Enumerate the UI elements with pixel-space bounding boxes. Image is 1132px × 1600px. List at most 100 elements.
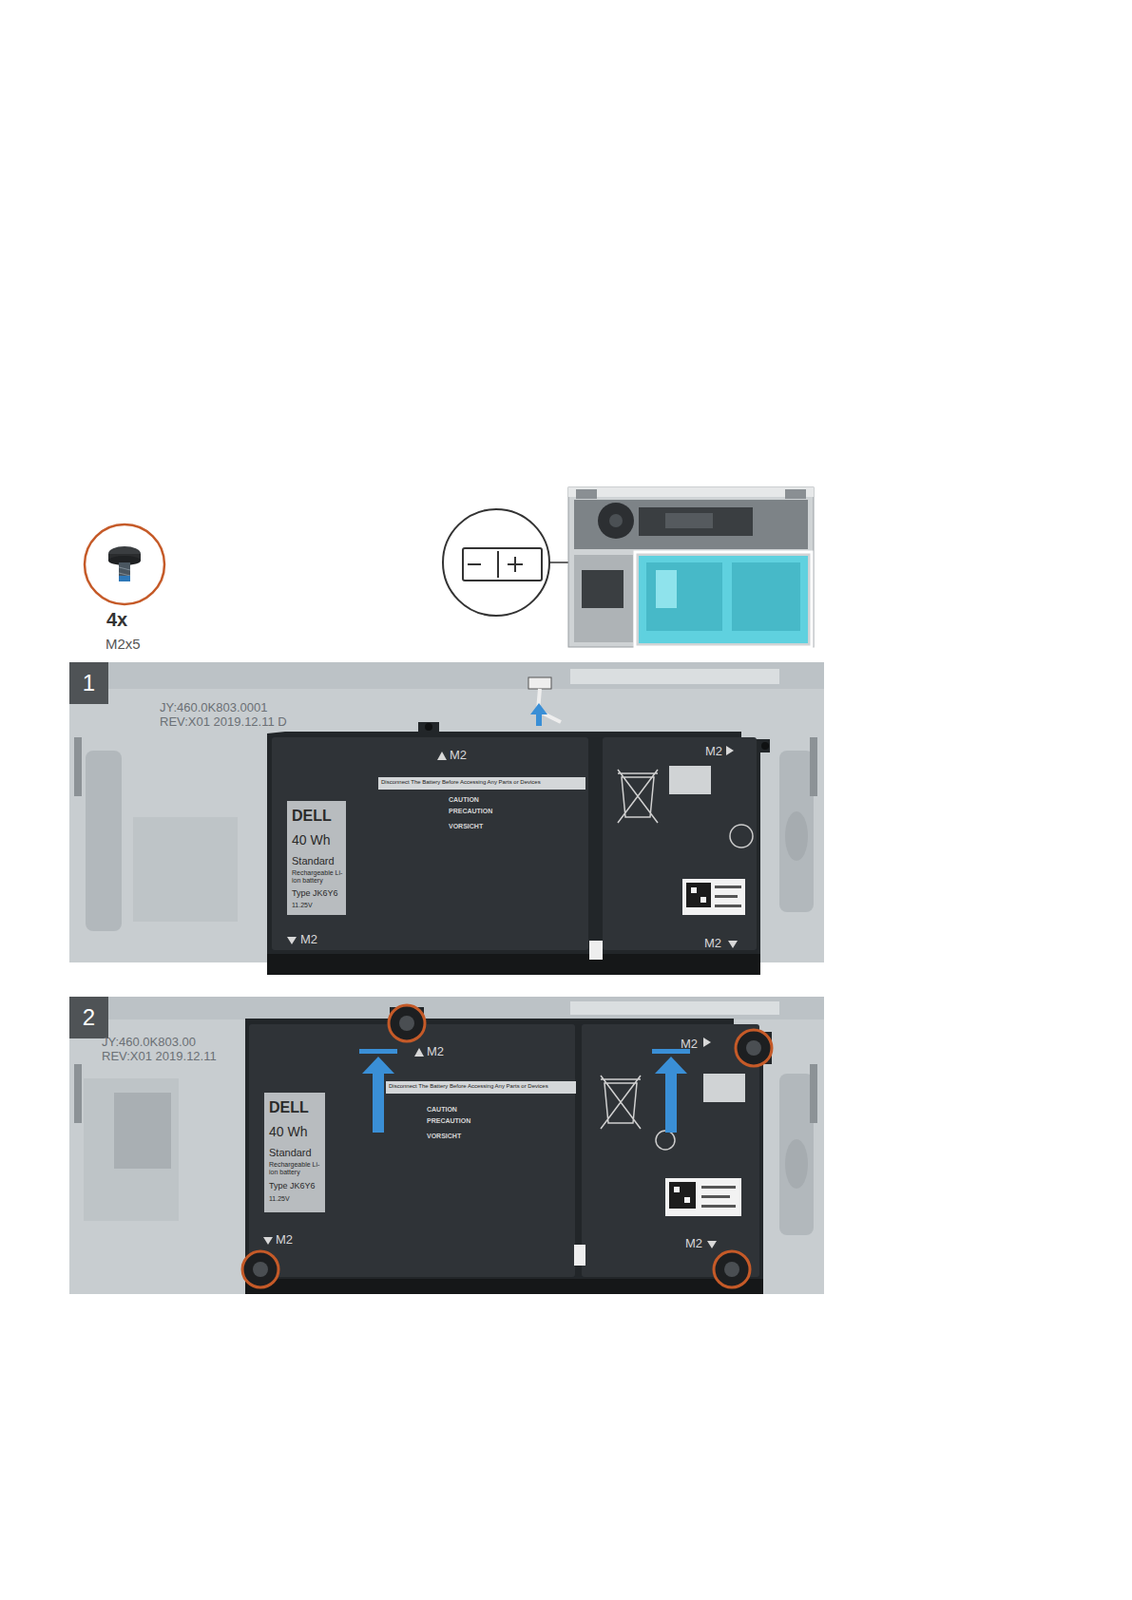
- step-2-photo-part: [385, 1081, 576, 1094]
- step-2-photo-part: [249, 1024, 576, 1278]
- step-2-photo-part: [359, 1049, 398, 1055]
- step-2-photo-part: [264, 1093, 326, 1213]
- step-2-photo-part: [735, 1030, 772, 1067]
- screw-icon-part: [118, 567, 131, 571]
- part-label: Standard: [268, 1147, 312, 1160]
- step-2-photo-part: [809, 1064, 818, 1124]
- laptop-overview-part: [638, 507, 753, 537]
- step-1-photo-part: [589, 940, 603, 960]
- battery-icon-part: [467, 563, 481, 566]
- part-label: PRECAUTION: [448, 807, 493, 816]
- laptop-overview-part: [638, 556, 808, 644]
- part-label: Standard: [291, 855, 335, 868]
- step-1-photo-part: [287, 937, 297, 945]
- step-2-photo-part: [703, 1074, 746, 1103]
- part-label: Type JK6Y6: [268, 1181, 316, 1191]
- part-label: M2: [685, 1237, 703, 1252]
- part-label: 11.25V: [291, 901, 313, 910]
- step-2-photo-part: [414, 1048, 424, 1057]
- part-label: M2: [704, 937, 722, 952]
- part-label: CAUTION: [448, 796, 480, 805]
- laptop-overview-part: [575, 489, 597, 499]
- part-label: Disconnect The Battery Before Accessing …: [388, 1083, 549, 1091]
- step-1-photo-part: [528, 677, 552, 690]
- step-1-photo-part: [602, 737, 757, 951]
- part-label: M2: [449, 748, 467, 764]
- battery-icon-part: [442, 509, 550, 616]
- step-2-photo-part: [570, 1001, 780, 1016]
- laptop-overview-part: [785, 489, 806, 499]
- laptop-overview: [568, 487, 814, 648]
- step-1-photo-part: [74, 737, 82, 797]
- part-label: JY:460.0K803.0001: [159, 701, 269, 716]
- step-1-photo: [69, 662, 825, 976]
- part-label: M2x5: [105, 635, 141, 653]
- step-2-photo-part: [707, 1241, 717, 1249]
- part-label: Rechargeable Li-ion battery: [291, 869, 346, 885]
- step-2-photo-part: [74, 1064, 82, 1124]
- part-label: VORSICHT: [426, 1132, 461, 1141]
- part-label: JY:460.0K803.00: [101, 1036, 196, 1051]
- laptop-overview-part: [646, 562, 723, 632]
- step-badge: 1: [69, 662, 109, 705]
- step-1-photo-part: [669, 766, 711, 795]
- part-label: Rechargeable Li-ion battery: [268, 1161, 323, 1177]
- step-2-photo-part: [673, 1187, 680, 1193]
- laptop-overview-part: [581, 570, 624, 609]
- laptop-overview-part: [665, 513, 713, 529]
- step-2-photo-part: [83, 1078, 179, 1222]
- part-label: Disconnect The Battery Before Accessing …: [381, 779, 541, 787]
- laptop-overview-part: [731, 562, 801, 632]
- step-2-photo: [69, 997, 825, 1295]
- step-number: 2: [82, 1006, 96, 1030]
- step-1-photo-part: [761, 742, 769, 750]
- step-2-photo-part: [785, 1139, 808, 1190]
- screw-icon-part: [118, 562, 131, 582]
- step-2-photo-part: [108, 997, 825, 1020]
- step-1-photo-part: [700, 897, 707, 903]
- screw-icon-part: [118, 575, 131, 582]
- step-1-photo-part: [726, 746, 734, 756]
- laptop-overview-part: [655, 570, 677, 609]
- step-1-photo-part: [267, 954, 761, 976]
- step-2-photo-part: [245, 1007, 772, 1295]
- step-1-photo-part: [108, 662, 825, 690]
- step-1-photo-part: [287, 801, 346, 916]
- step-2-photo-part: [574, 1245, 586, 1267]
- step-2-photo-part: [665, 1074, 677, 1133]
- step-1-photo-part: [728, 940, 738, 949]
- laptop-overview-part: [597, 502, 634, 539]
- step-1-photo-part: [690, 887, 697, 894]
- part-label: 40 Wh: [268, 1124, 307, 1140]
- step-2-photo-part: [600, 1075, 641, 1130]
- part-label: M2: [275, 1233, 293, 1248]
- step-2-photo-part: [701, 1205, 736, 1209]
- part-label: 40 Wh: [291, 832, 330, 848]
- part-label: Type JK6Y6: [291, 888, 339, 899]
- laptop-overview-part: [568, 487, 814, 648]
- laptop-overview-part: [574, 555, 634, 643]
- step-1-photo-part: [378, 777, 586, 790]
- step-1-photo-part: [530, 703, 548, 727]
- step-2-photo-part: [263, 1237, 273, 1246]
- part-label: 11.25V: [268, 1195, 290, 1204]
- step-1-photo-part: [424, 723, 433, 731]
- laptop-overview-part: [634, 552, 812, 648]
- part-label: M2: [300, 933, 318, 948]
- step-1-photo-part: [809, 737, 818, 797]
- step-2-photo-part: [655, 1131, 675, 1151]
- screw-icon: [84, 524, 165, 605]
- step-2-photo-part: [684, 1197, 691, 1204]
- step-1-photo-part: [682, 879, 746, 916]
- step-1-photo-part: [714, 885, 742, 889]
- step-2-photo-part: [399, 1016, 415, 1032]
- step-1-photo-part: [85, 750, 122, 932]
- laptop-overview-part: [568, 487, 814, 498]
- step-2-photo-part: [242, 1251, 279, 1288]
- laptop-overview-part: [574, 499, 808, 550]
- step-2-photo-part: [724, 1262, 740, 1278]
- step-2-photo-part: [114, 1093, 172, 1170]
